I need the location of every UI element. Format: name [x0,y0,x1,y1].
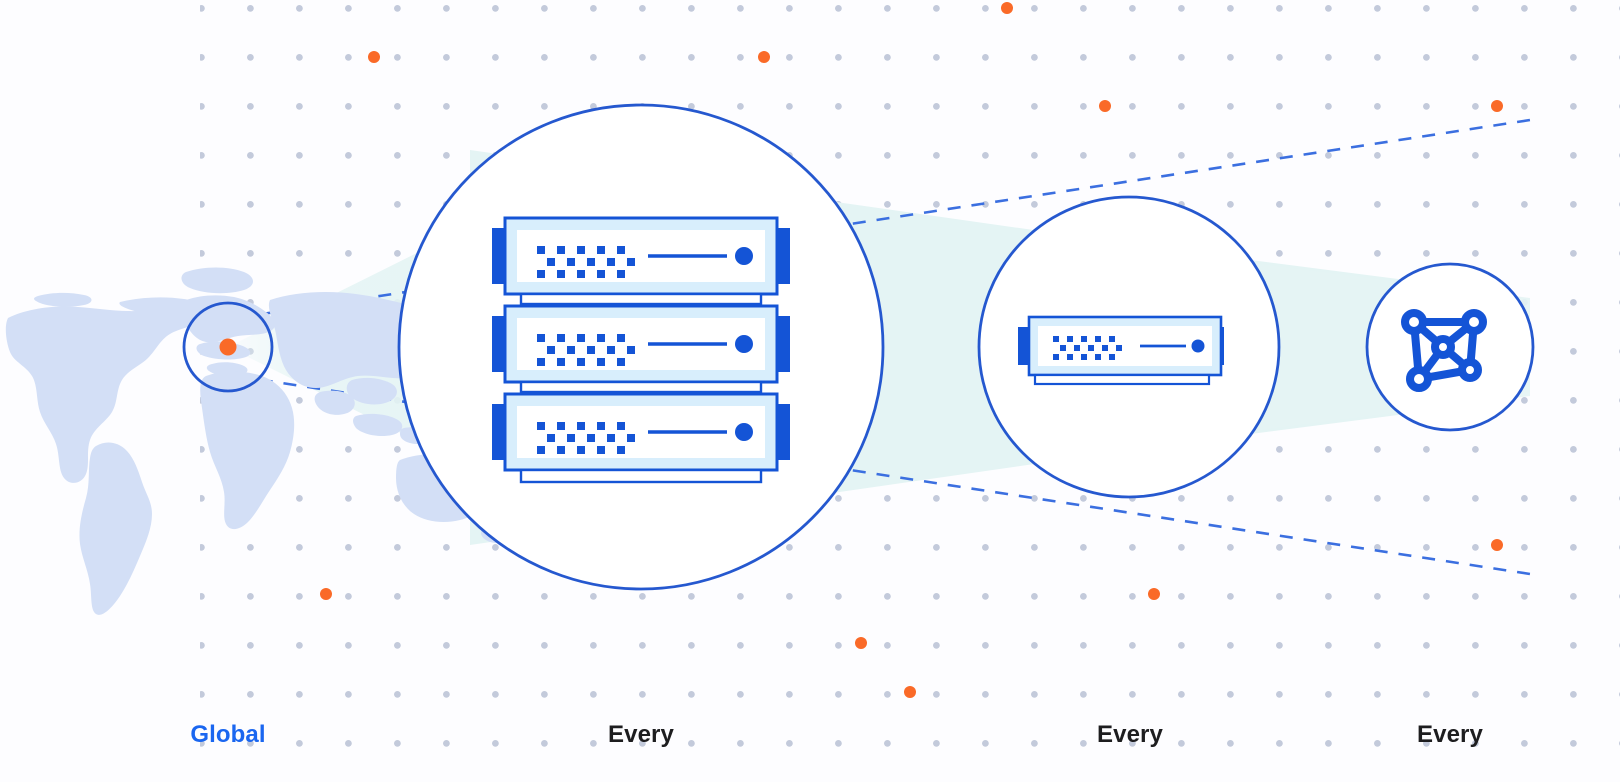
server-unit-2 [492,304,790,394]
unit3-face-panel [517,406,765,458]
node-center [1431,335,1455,359]
server-group [977,195,1281,499]
rack-base-rail [519,468,763,484]
server-unit-1 [492,216,790,306]
node-top-right [1461,309,1487,335]
unit1-face-panel [517,230,765,282]
single-server-icon [1018,315,1224,386]
server-status-dot-icon [1191,339,1205,353]
server-unit-3 [492,392,790,484]
accent-dot [904,686,916,698]
accent-dot [320,588,332,600]
globe-magnifier-circle [182,301,274,393]
accent-dot [1491,100,1503,112]
server-led-matrix-icon [1053,336,1122,360]
accent-dot [1148,588,1160,600]
accent-dot [1001,2,1013,14]
accent-dot [1491,539,1503,551]
globe-location-marker-icon [219,338,237,356]
node-top-left [1401,309,1427,335]
accent-dots [320,2,1503,698]
server-base-rail [1033,373,1211,386]
unit2-status-dot-icon [735,335,753,353]
unit3-status-dot-icon [735,423,753,441]
accent-dot [1099,100,1111,112]
accent-dot [758,51,770,63]
unit2-led-matrix-icon [537,334,635,366]
unit3-led-matrix-icon [537,422,635,454]
unit1-rail [519,292,763,306]
service-group [1365,262,1535,432]
data-center-group [397,103,885,591]
network-graph-icon [1401,309,1487,392]
globe-magnifier-group [182,301,274,393]
unit1-status-dot-icon [735,247,753,265]
node-bottom-left [1406,366,1432,392]
unit2-face-panel [517,318,765,370]
graph-nodes [1401,309,1487,392]
server-rack-icon [492,216,790,484]
node-bottom-right [1458,358,1482,382]
unit1-led-matrix-icon [537,246,635,278]
accent-dot [855,637,867,649]
accent-dot [368,51,380,63]
unit2-rail [519,380,763,394]
